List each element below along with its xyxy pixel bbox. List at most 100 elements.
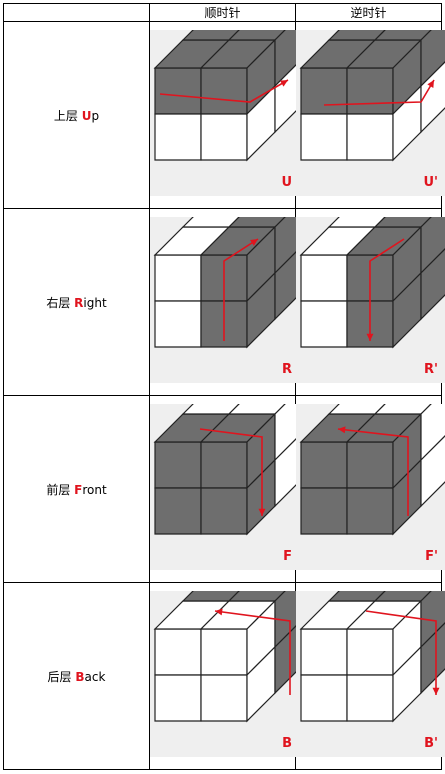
top-sticker [373, 404, 432, 415]
top-sticker [227, 30, 286, 41]
cube-svg [153, 30, 302, 162]
cube-svg [153, 591, 302, 723]
cube-diagram: R [150, 217, 302, 383]
move-notation: B [282, 736, 292, 751]
header-clockwise: 顺时针 [149, 3, 296, 22]
cell-back-counterclockwise: B' [295, 582, 445, 770]
rotation-arrow [365, 610, 437, 695]
front-sticker [300, 674, 348, 722]
rotation-arrow [214, 610, 291, 695]
front-sticker [154, 113, 202, 161]
front-sticker [346, 113, 394, 161]
row-label-prefix: 右层 [46, 295, 75, 310]
front-sticker [154, 628, 202, 676]
right-sticker [274, 619, 302, 695]
cube-svg [153, 404, 302, 536]
right-sticker [420, 622, 445, 695]
cube-diagram: R' [296, 217, 445, 383]
arrow-head [280, 80, 288, 87]
front-sticker [300, 628, 348, 676]
row-right: 右层 Right R R' [3, 208, 445, 396]
top-sticker [227, 217, 286, 228]
arrow-head [432, 687, 440, 695]
move-notation: F' [425, 549, 438, 564]
right-sticker [274, 217, 302, 275]
move-notation: R' [424, 362, 438, 377]
rotation-arrow [337, 428, 409, 516]
rotation-arrow [223, 238, 259, 341]
row-label-letter: U [81, 108, 92, 123]
right-sticker [420, 217, 445, 275]
arrow-head [258, 508, 266, 516]
right-sticker [274, 432, 302, 508]
row-up: 上层 Up U U' [3, 21, 445, 209]
right-sticker [274, 245, 302, 321]
right-sticker [420, 591, 445, 649]
front-sticker [200, 441, 248, 489]
cube-svg [299, 217, 445, 349]
arrow-head [338, 426, 346, 434]
top-sticker [227, 591, 286, 602]
front-sticker [200, 674, 248, 722]
move-notation: U' [423, 175, 438, 190]
row-label-rest: p [91, 108, 100, 123]
row-label-rest: ront [82, 482, 107, 497]
front-sticker [154, 254, 202, 302]
top-sticker [373, 591, 432, 602]
right-sticker [274, 404, 302, 462]
move-notation: B' [424, 736, 438, 751]
top-sticker [227, 404, 286, 415]
top-sticker [327, 404, 386, 415]
right-sticker [420, 404, 445, 462]
row-label-prefix: 后层 [47, 669, 76, 684]
rotation-arrow [369, 238, 405, 341]
front-sticker [346, 67, 394, 115]
front-sticker [200, 487, 248, 535]
top-sticker [327, 30, 386, 41]
cube-svg [299, 404, 445, 536]
top-sticker [181, 591, 240, 602]
front-sticker [300, 254, 348, 302]
top-sticker [373, 217, 432, 228]
header-row: 顺时针 逆时针 [3, 3, 442, 22]
cube-diagram: F [150, 404, 302, 570]
front-sticker [154, 674, 202, 722]
arrow-head [250, 239, 258, 246]
front-sticker [300, 487, 348, 535]
front-sticker [200, 113, 248, 161]
top-sticker [181, 404, 240, 415]
front-sticker [346, 487, 394, 535]
row-label-letter: F [74, 482, 83, 497]
row-label-letter: R [74, 295, 84, 310]
rotation-arrow [159, 79, 289, 103]
front-sticker [300, 113, 348, 161]
right-sticker [274, 58, 302, 134]
arrow-head [427, 80, 434, 88]
front-sticker [200, 628, 248, 676]
front-sticker [200, 67, 248, 115]
cell-right-clockwise: R [149, 208, 302, 396]
row-label-back: 后层 Back [3, 582, 150, 770]
front-sticker [300, 300, 348, 348]
front-sticker [346, 441, 394, 489]
front-sticker [346, 628, 394, 676]
moves-table: 顺时针 逆时针 上层 Up U U' 右层 Right R R' 前层 Fron… [3, 3, 445, 770]
top-sticker [373, 30, 432, 41]
rotation-arrow [323, 79, 435, 106]
top-sticker [327, 217, 386, 228]
cube-svg [299, 591, 445, 723]
row-back: 后层 Back B B' [3, 582, 445, 770]
arrow-head [215, 608, 223, 616]
top-sticker [181, 217, 240, 228]
cell-front-counterclockwise: F' [295, 395, 445, 583]
row-label-up: 上层 Up [3, 21, 150, 209]
front-sticker [300, 67, 348, 115]
front-sticker [154, 487, 202, 535]
row-label-prefix: 上层 [53, 108, 82, 123]
row-label-front: 前层 Front [3, 395, 150, 583]
cube-diagram: F' [296, 404, 445, 570]
cube-diagram: U' [296, 30, 445, 196]
cell-up-counterclockwise: U' [295, 21, 445, 209]
front-sticker [300, 441, 348, 489]
rotation-arrow [199, 428, 263, 516]
